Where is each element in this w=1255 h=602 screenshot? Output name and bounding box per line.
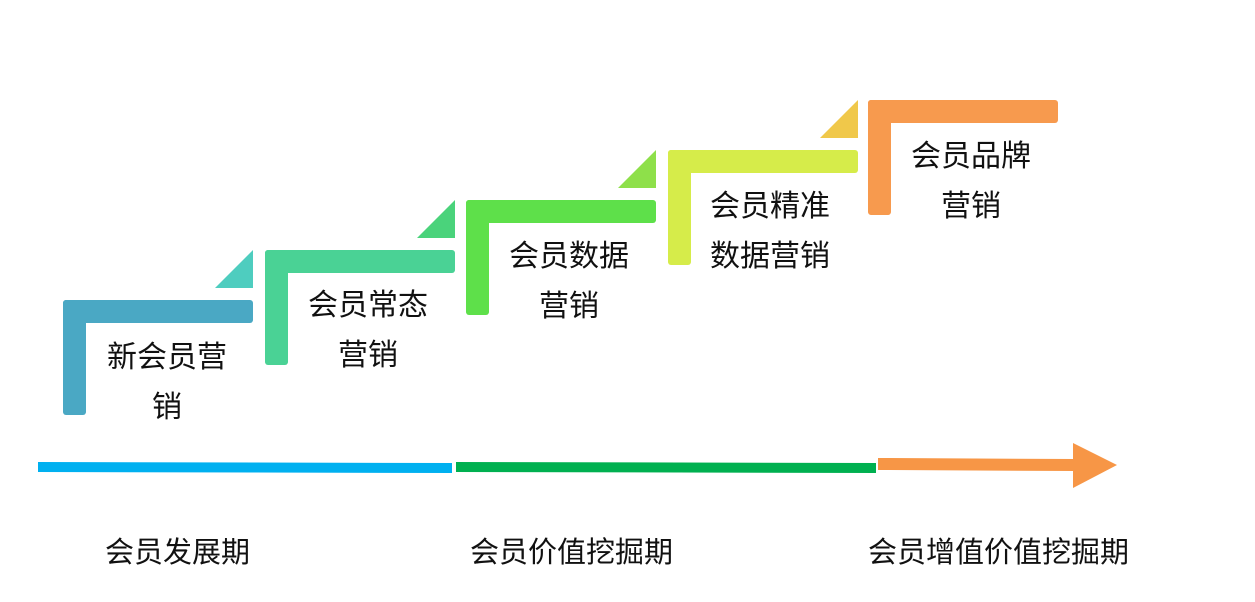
step-bracket-top-bar xyxy=(63,300,253,323)
step-label-new-member-marketing: 新会员营销 xyxy=(107,340,227,425)
phase-arrowhead xyxy=(1073,443,1117,488)
step-label-routine-marketing: 会员常态营销 xyxy=(308,288,428,373)
step-bracket-5 xyxy=(868,100,1058,215)
phase-label-value-mining: 会员价值挖掘期 xyxy=(470,535,674,569)
step-bracket-3 xyxy=(466,150,656,315)
step-label-data-marketing: 会员数据营销 xyxy=(509,239,629,324)
phase-arrow-segment-1 xyxy=(38,462,452,473)
step-label-precision-data-marketing: 会员精准数据营销 xyxy=(710,189,830,274)
step-bracket-side-bar xyxy=(668,150,691,265)
step-bracket-side-bar xyxy=(63,300,86,415)
phase-arrow-segment-2 xyxy=(456,462,876,473)
step-bracket-top-bar xyxy=(868,100,1058,123)
step-corner-triangle xyxy=(618,150,656,188)
step-bracket-4 xyxy=(668,100,858,265)
step-corner-triangle xyxy=(215,250,253,288)
step-label-brand-marketing: 会员品牌营销 xyxy=(911,139,1031,224)
step-bracket-side-bar xyxy=(868,100,891,215)
step-bracket-side-bar xyxy=(265,250,288,365)
phase-label-development: 会员发展期 xyxy=(105,535,251,569)
step-bracket-side-bar xyxy=(466,200,489,315)
step-bracket-2 xyxy=(265,200,455,365)
step-bracket-1 xyxy=(63,250,253,415)
step-bracket-top-bar xyxy=(265,250,455,273)
phase-label-added-value-mining: 会员增值价值挖掘期 xyxy=(868,535,1130,569)
step-corner-triangle xyxy=(820,100,858,138)
step-corner-triangle xyxy=(417,200,455,238)
phase-arrow-segment-3 xyxy=(878,458,1075,471)
step-bracket-top-bar xyxy=(668,150,858,173)
step-bracket-top-bar xyxy=(466,200,656,223)
